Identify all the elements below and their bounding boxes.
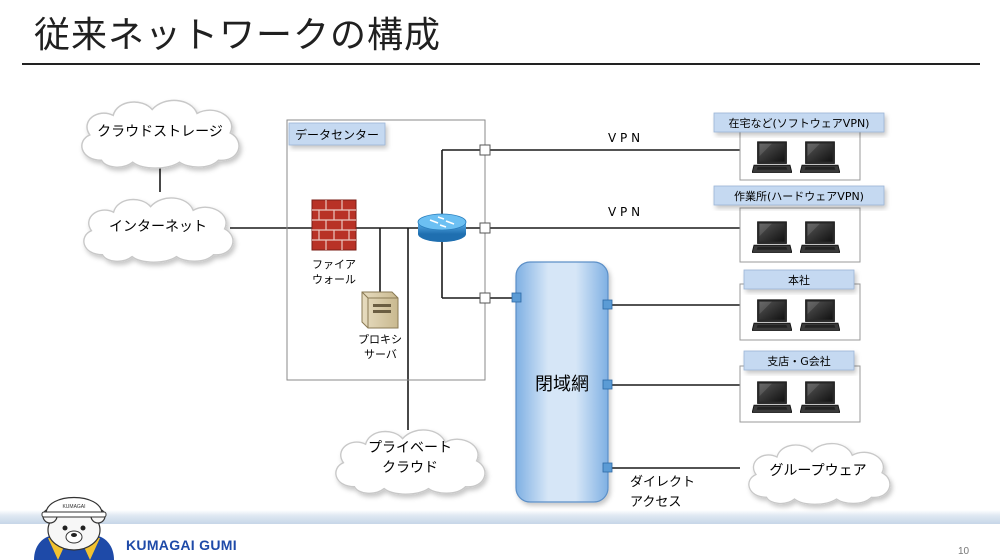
site-branch-label: 支店・G会社 xyxy=(767,354,831,368)
site-home-label: 在宅など(ソフトウェアVPN) xyxy=(729,116,870,130)
cloud-private-label-2: クラウド xyxy=(382,460,438,476)
cloud-internet-label: インターネット xyxy=(109,219,207,235)
laptop-icon xyxy=(752,221,792,253)
vpn-label-1: V P N xyxy=(608,131,640,145)
laptop-icon xyxy=(752,141,792,173)
closed-port-hq xyxy=(602,299,613,310)
company-brand: KUMAGAI GUMI xyxy=(126,537,237,553)
proxy-server-icon xyxy=(361,291,399,329)
cloud-private-label-1: プライベート xyxy=(368,440,452,456)
direct-access-label-1: ダイレクト xyxy=(630,475,695,490)
cloud-groupware-label: グループウェア xyxy=(769,463,866,479)
proxy-label-1: プロキシ xyxy=(358,333,402,346)
footer-band xyxy=(0,510,1000,524)
laptop-icon xyxy=(800,381,840,413)
cloud-storage-label: クラウドストレージ xyxy=(97,124,223,140)
port-dc-vpn1 xyxy=(479,144,491,156)
router-icon xyxy=(417,213,467,242)
cloud-private: プライベート クラウド xyxy=(335,429,486,495)
site-branch: 支店・G会社 xyxy=(739,350,861,423)
laptop-icon xyxy=(800,221,840,253)
site-worksite: 作業所(ハードウェアVPN) xyxy=(713,185,885,263)
datacenter-label: データセンター xyxy=(295,127,379,142)
slide-title: 従来ネットワークの構成 xyxy=(34,15,442,56)
closed-port-groupware xyxy=(602,462,613,473)
direct-access-label-2: アクセス xyxy=(630,495,681,510)
site-hq: 本社 xyxy=(739,269,861,341)
laptop-icon xyxy=(800,299,840,331)
cloud-storage: クラウドストレージ xyxy=(81,99,240,169)
closed-network-label: 閉域網 xyxy=(535,374,589,395)
firewall-icon xyxy=(311,199,357,251)
closed-port-left xyxy=(511,292,522,303)
mascot-helmet-text: KUMAGAI xyxy=(62,504,85,510)
firewall-label-2: ウォール xyxy=(312,273,356,286)
firewall-label-1: ファイア xyxy=(312,258,356,271)
laptop-icon xyxy=(800,141,840,173)
port-dc-closed xyxy=(479,292,491,304)
proxy-label-2: サーバ xyxy=(364,348,397,361)
site-hq-label: 本社 xyxy=(788,273,810,287)
closed-network: 閉域網 xyxy=(511,261,613,503)
datacenter-box xyxy=(286,119,486,381)
title-divider xyxy=(22,63,980,65)
cloud-groupware: グループウェア xyxy=(748,442,891,505)
cloud-internet: インターネット xyxy=(83,197,234,263)
datacenter-label-box: データセンター xyxy=(288,122,386,146)
page-number: 10 xyxy=(958,546,970,557)
port-dc-vpn2 xyxy=(479,222,491,234)
ports xyxy=(479,144,491,304)
laptop-icon xyxy=(752,381,792,413)
connection-lines xyxy=(159,149,740,469)
site-home: 在宅など(ソフトウェアVPN) xyxy=(713,112,885,181)
mascot-bear-logo: KUMAGAI xyxy=(34,496,114,560)
vpn-label-2: V P N xyxy=(608,205,640,219)
laptop-icon xyxy=(752,299,792,331)
site-worksite-label: 作業所(ハードウェアVPN) xyxy=(734,190,864,203)
closed-port-branch xyxy=(602,379,613,390)
